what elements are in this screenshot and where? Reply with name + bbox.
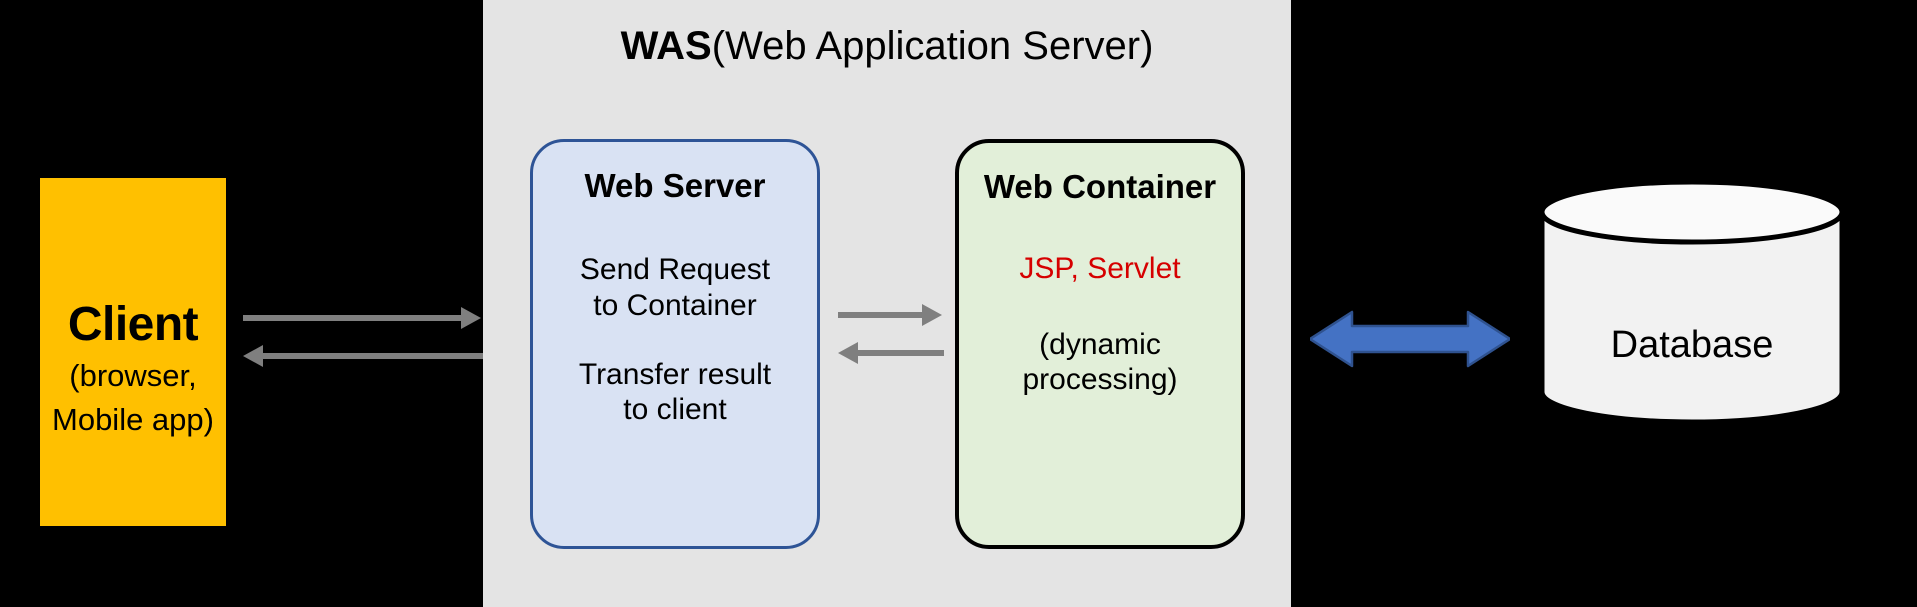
arrow-shaft: [243, 315, 463, 321]
web-server-line2: to Container: [593, 288, 757, 322]
web-container-line1: (dynamic: [1039, 327, 1161, 361]
web-container-tech-line: JSP, Servlet: [1019, 252, 1181, 286]
client-label-group: Client (browser, Mobile app): [0, 298, 266, 439]
web-server-line3: Transfer result: [578, 358, 772, 392]
was-title-bold: WAS: [620, 24, 712, 68]
database-cylinder-icon: [1539, 179, 1845, 425]
client-box: [40, 178, 226, 526]
web-server-box: Web Server Send Request to Container Tra…: [530, 139, 820, 549]
web-server-line4: to client: [623, 393, 727, 427]
database-label: Database: [1610, 324, 1774, 366]
client-title: Client: [67, 298, 199, 351]
was-title: WAS(Web Application Server): [483, 24, 1291, 69]
arrow-shaft: [838, 312, 924, 318]
web-container-box: Web Container JSP, Servlet (dynamic proc…: [955, 139, 1245, 549]
client-subtitle-line1: (browser,: [69, 357, 197, 393]
web-server-title: Web Server: [584, 167, 766, 204]
arrow-head-left-icon: [243, 345, 263, 367]
arrow-head-right-icon: [922, 304, 942, 326]
web-container-title: Web Container: [983, 168, 1217, 205]
arrow-was-to-database-icon: [1310, 310, 1510, 368]
arrow-shaft: [263, 353, 483, 359]
arrow-head-right-icon: [461, 307, 481, 329]
was-title-regular: (Web Application Server): [711, 24, 1154, 68]
client-subtitle-line2: Mobile app): [52, 401, 214, 437]
web-container-line2: processing): [1022, 363, 1178, 397]
arrow-head-left-icon: [838, 342, 858, 364]
arrow-shaft: [858, 350, 944, 356]
web-server-line1: Send Request: [579, 253, 771, 287]
